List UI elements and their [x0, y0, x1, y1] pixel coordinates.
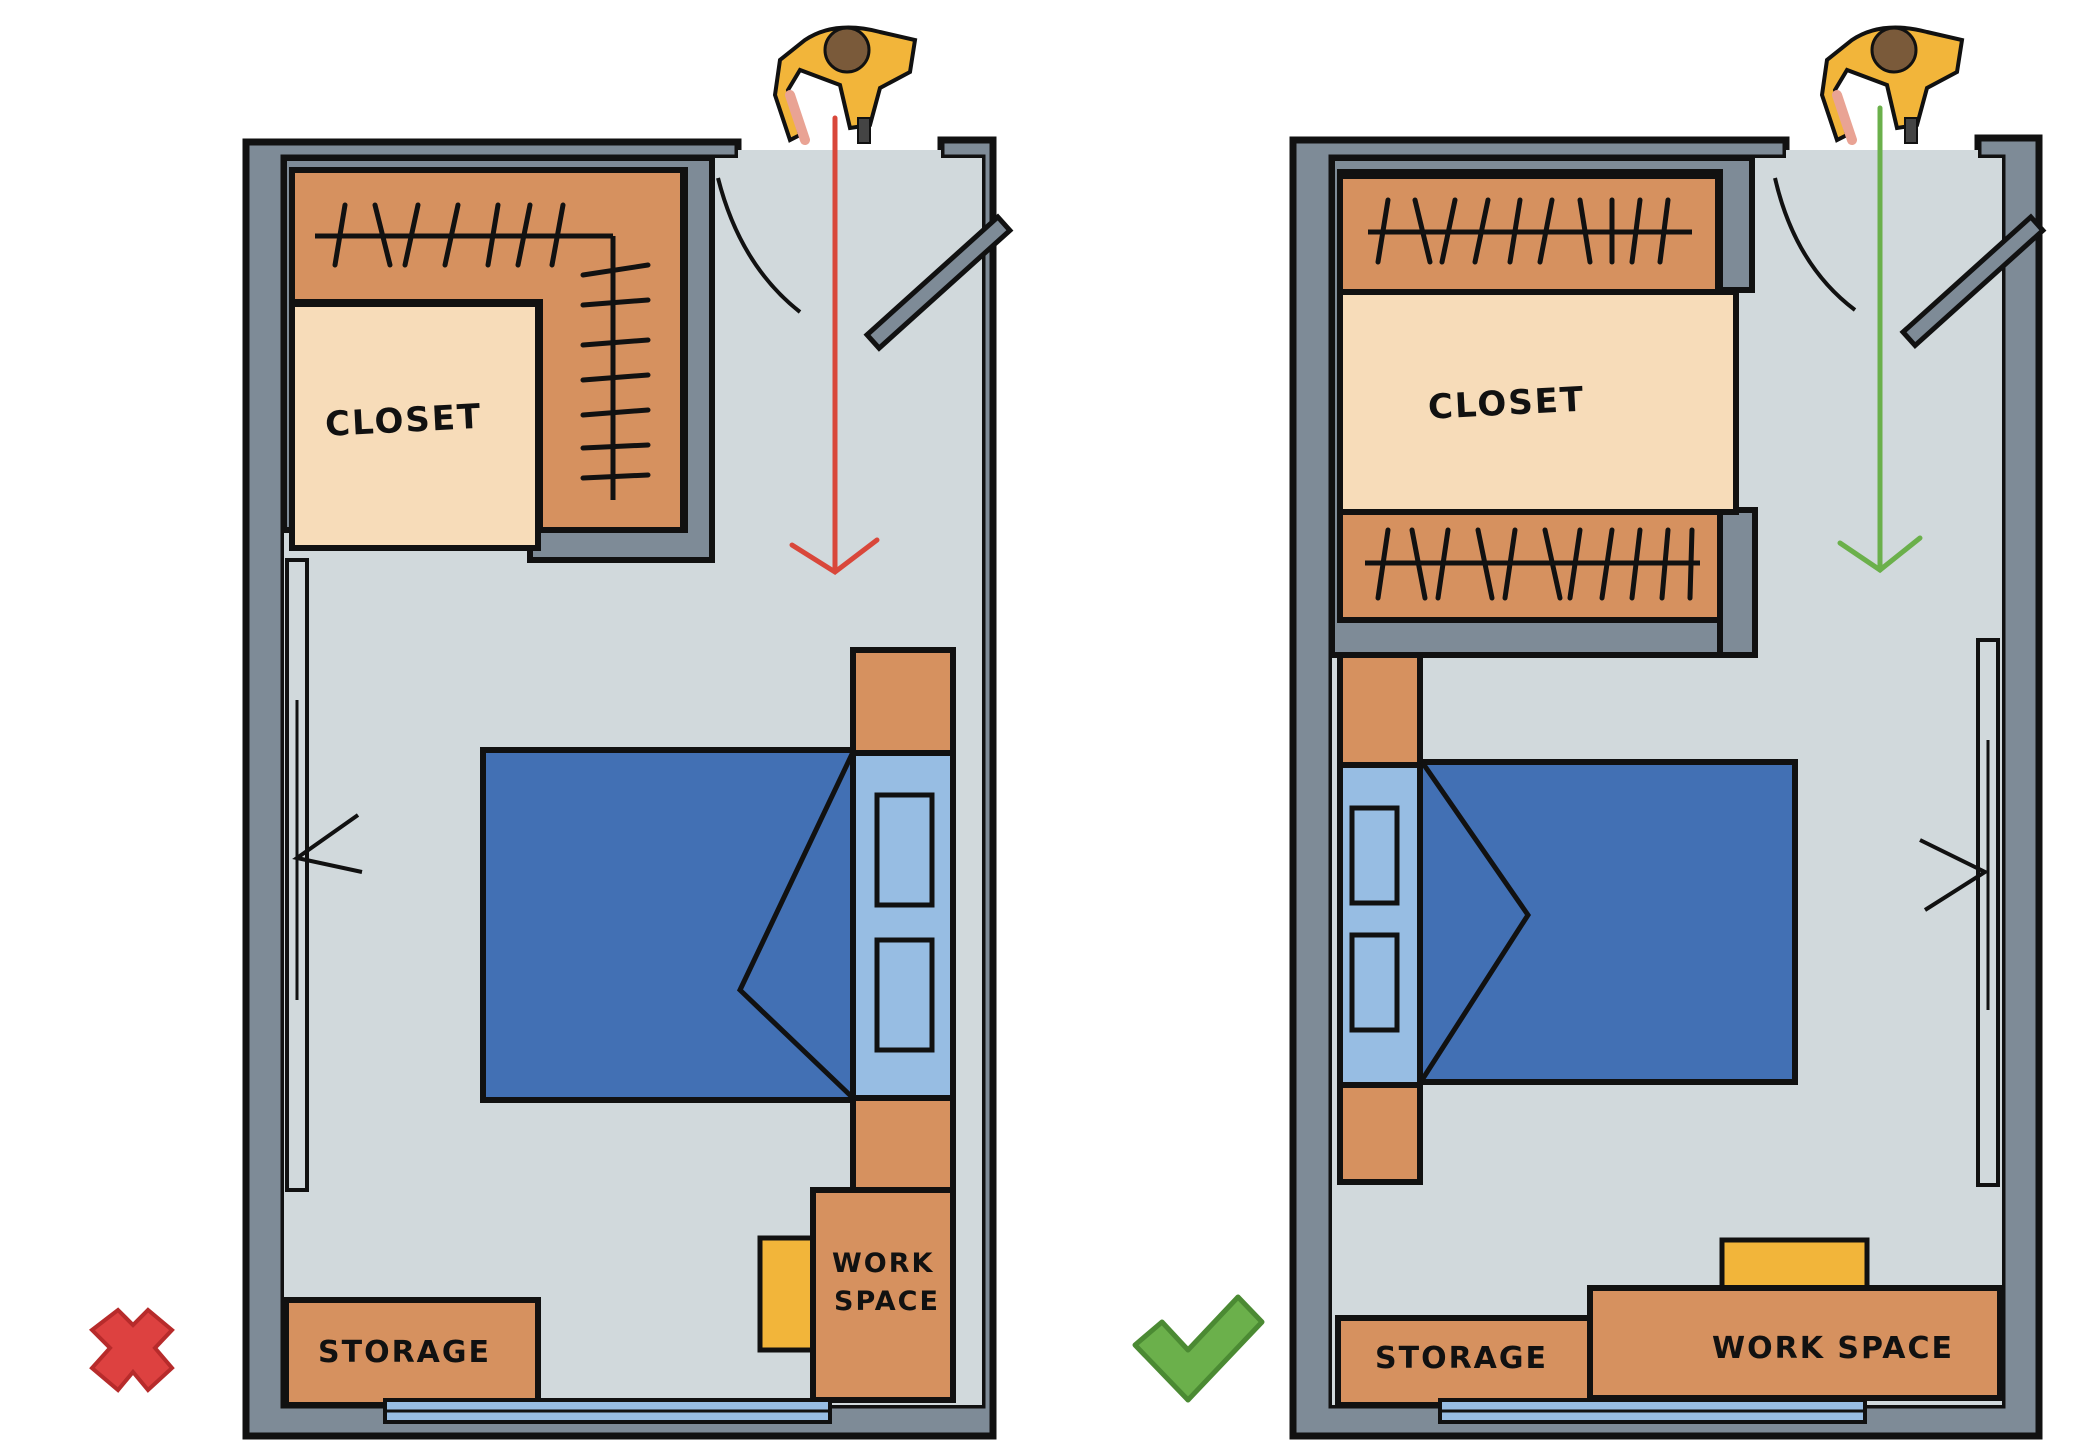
closet-wall — [1329, 155, 1755, 658]
bed — [1417, 759, 1798, 1085]
side-cabinet — [850, 1095, 956, 1196]
door-leaf — [863, 213, 1014, 352]
walk-path-arrow — [1837, 105, 1923, 574]
chair — [757, 1235, 818, 1353]
closet-area — [1337, 289, 1739, 515]
hangers-top — [332, 202, 566, 268]
walk-path-arrow — [789, 115, 880, 576]
pillow — [1349, 932, 1400, 1033]
plan-good: CLOSET — [1132, 25, 2047, 1440]
door-opening — [738, 150, 941, 162]
bed-fold — [736, 750, 856, 1100]
window-swing — [292, 813, 363, 874]
person-icon — [1819, 25, 1965, 145]
storage-label: STORAGE — [1375, 1341, 1548, 1376]
space-label: SPACE — [834, 1286, 940, 1317]
chair — [1719, 1237, 1870, 1293]
door-swing — [1773, 177, 1857, 312]
wardrobe — [1337, 509, 1723, 623]
desk — [810, 1187, 956, 1403]
closet-label: CLOSET — [1427, 380, 1586, 428]
closet-label: CLOSET — [324, 397, 483, 445]
bed-fold — [1419, 760, 1532, 1082]
hangers-bottom — [1375, 527, 1695, 601]
side-cabinet — [1337, 652, 1423, 768]
desk — [1587, 1285, 2003, 1401]
check-mark-icon — [1132, 1294, 1265, 1403]
work-space-label: WORK SPACE — [1712, 1331, 1954, 1366]
closet-wall — [1717, 507, 1758, 658]
door-swing — [716, 177, 802, 314]
plan-bad: CLOSET WORK SPACE STORAGE — [88, 25, 1014, 1440]
closet-area — [289, 301, 541, 551]
door-leaf — [1899, 213, 2047, 350]
storage — [1335, 1315, 1597, 1408]
side-cabinet — [850, 647, 956, 756]
window-swing — [1919, 838, 1990, 912]
hangers-top — [1375, 197, 1671, 265]
storage-label: STORAGE — [318, 1335, 491, 1370]
pillow — [874, 937, 935, 1053]
person-icon — [772, 25, 918, 145]
cross-mark-icon — [88, 1307, 175, 1393]
work-label: WORK — [832, 1248, 934, 1279]
pillow — [1349, 805, 1400, 906]
pillow — [874, 792, 935, 908]
hangers-side — [580, 262, 651, 481]
side-cabinet — [1337, 1082, 1423, 1185]
